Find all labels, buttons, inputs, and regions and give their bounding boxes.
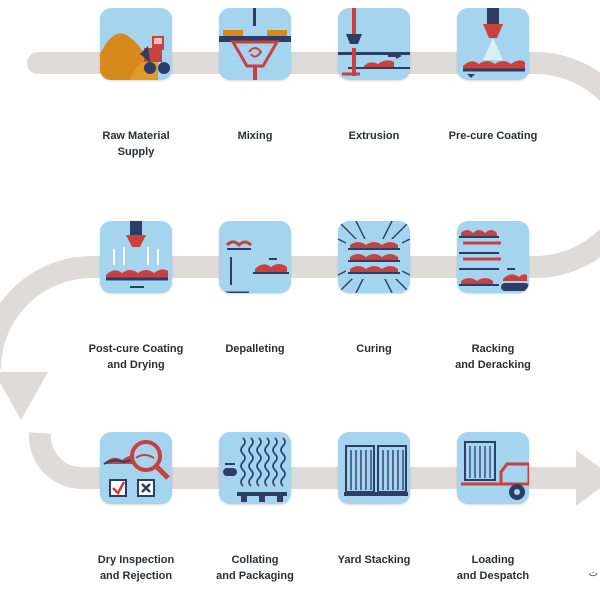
dry-inspection-icon bbox=[100, 432, 172, 504]
step-label-line1: Racking bbox=[471, 343, 515, 355]
right-arrowhead bbox=[576, 450, 600, 506]
collating-packaging-icon bbox=[219, 432, 291, 504]
step-label-line1: Loading bbox=[471, 554, 515, 566]
step-label-line2: and Deracking bbox=[455, 359, 531, 371]
down-arrowhead bbox=[0, 372, 48, 420]
raw-material-supply-icon bbox=[100, 8, 172, 80]
step-label-line2: and Drying bbox=[107, 359, 165, 371]
step-label-line1: Dry Inspection bbox=[97, 554, 175, 566]
step-label-line2: and Packaging bbox=[216, 570, 294, 582]
step-label-line2: and Rejection bbox=[99, 570, 173, 582]
step-label-line1: Collating bbox=[231, 554, 279, 566]
step-label-line2: and Despatch bbox=[456, 570, 530, 582]
step-label-line1: Extrusion bbox=[348, 130, 400, 142]
curing-icon bbox=[338, 221, 410, 293]
step-label-line1: Curing bbox=[356, 343, 392, 355]
extrusion-icon bbox=[338, 8, 410, 80]
step-label-line1: Raw Material bbox=[102, 130, 170, 142]
step-label-line1: Pre-cure Coating bbox=[448, 130, 538, 142]
racking-icon bbox=[457, 221, 529, 293]
loading-despatch-icon bbox=[457, 432, 529, 504]
yard-stacking-icon bbox=[338, 432, 410, 504]
pre-cure-coating-icon bbox=[457, 8, 529, 80]
step-label-line1: Mixing bbox=[237, 130, 273, 142]
post-cure-coating-icon bbox=[100, 221, 172, 293]
step-label-line1: Yard Stacking bbox=[337, 554, 411, 566]
corner-mark: ت bbox=[588, 568, 598, 579]
depalleting-icon bbox=[219, 221, 291, 293]
step-label-line1: Post-cure Coating bbox=[88, 343, 184, 355]
step-label-line2: Supply bbox=[117, 146, 155, 158]
mixing-icon bbox=[219, 8, 291, 80]
step-label-line1: Depalleting bbox=[225, 343, 285, 355]
